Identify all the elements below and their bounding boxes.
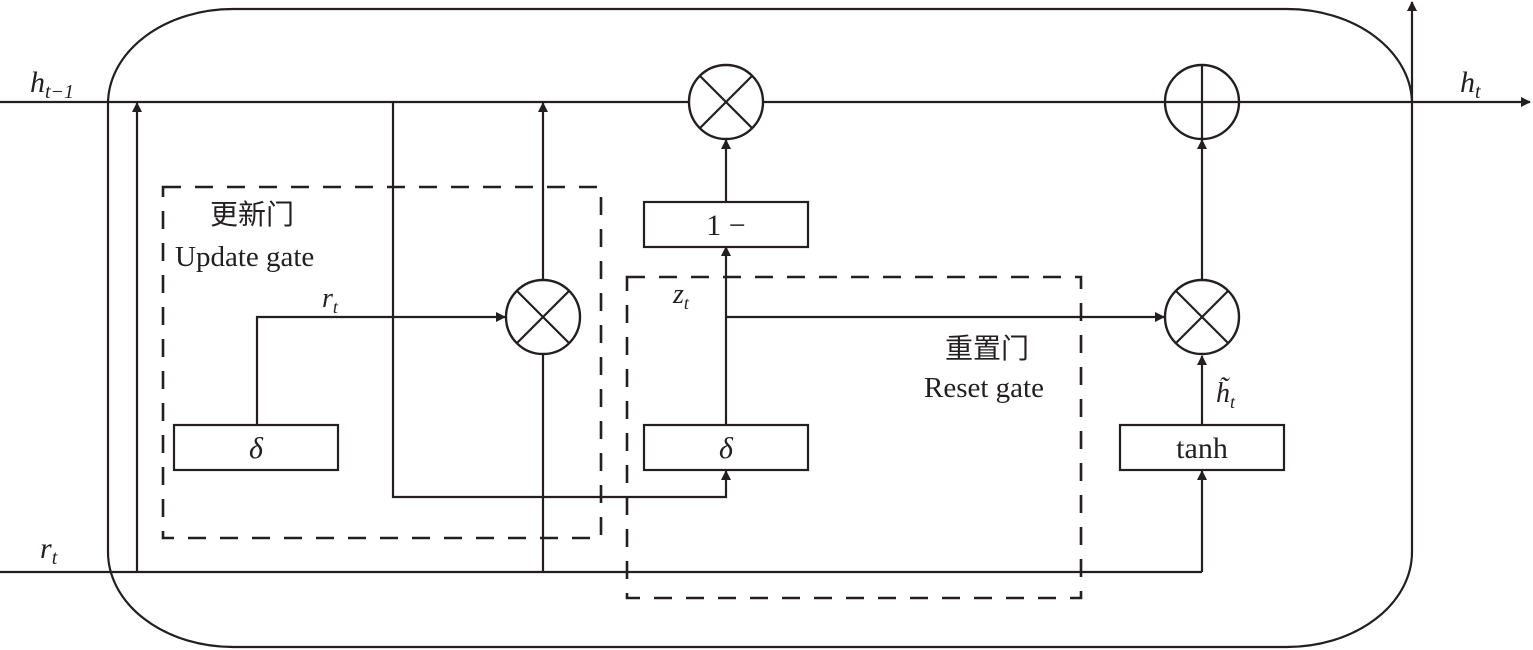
candidate-signal-label: h̃t	[1216, 377, 1236, 412]
multiply-icon	[687, 63, 765, 141]
one-minus-box	[642, 200, 810, 249]
reset-gate-label-en: Reset gate	[924, 372, 1044, 404]
update-gate-region	[161, 185, 603, 540]
update-delta-to-multiply-path	[255, 312, 506, 425]
update-gate-label-en: Update gate	[175, 241, 314, 273]
add-icon	[1163, 63, 1241, 141]
h-to-reset-delta-path	[391, 102, 731, 499]
update-signal-label: rt	[322, 283, 339, 317]
one-minus-label: 1 −	[706, 209, 745, 242]
update-delta-label: δ	[249, 432, 264, 465]
update-gate-label-zh: 更新门	[210, 199, 294, 231]
h-out-label: ht	[1460, 66, 1481, 103]
reset-delta-label: δ	[719, 432, 734, 465]
cell-boundary	[106, 7, 1414, 649]
reset-gate-label-zh: 重置门	[945, 333, 1029, 365]
multiply-icon	[1163, 278, 1241, 356]
update-delta-box	[172, 423, 340, 472]
reset-gate-region	[625, 275, 1083, 600]
h-prev-label: ht−1	[30, 66, 74, 103]
rt-input-label: rt	[40, 532, 58, 569]
reset-signal-label: zt	[672, 279, 690, 313]
tanh-label: tanh	[1176, 432, 1228, 465]
multiply-icon	[504, 278, 582, 356]
reset-delta-box	[642, 423, 810, 472]
tanh-box	[1118, 423, 1286, 472]
